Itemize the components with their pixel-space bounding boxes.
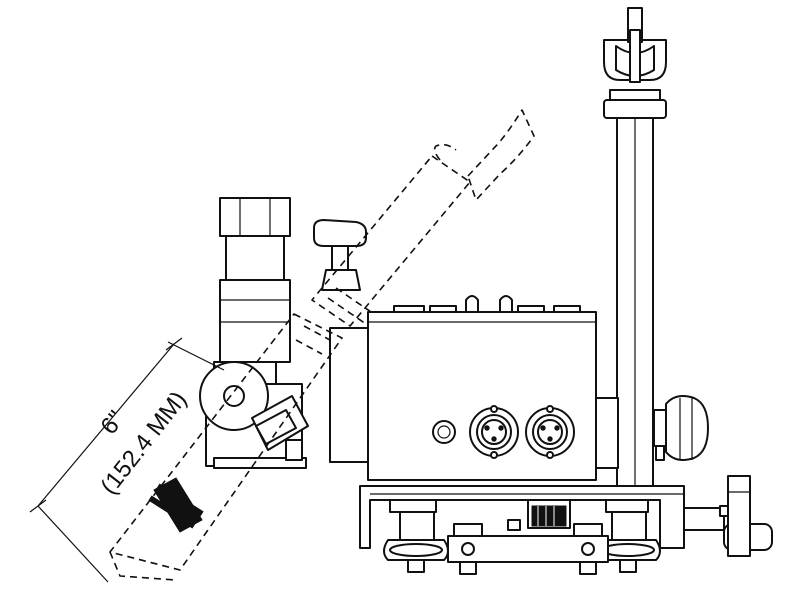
- torch-grip-bands: [148, 477, 204, 533]
- vertical-mast: [603, 89, 667, 499]
- clamp-bracket-center: [447, 523, 609, 575]
- connector-socket-left[interactable]: [469, 405, 519, 459]
- main-housing: [329, 295, 619, 481]
- torch-holder-clamp[interactable]: [199, 361, 309, 461]
- dimension-label-imperial: 6": [95, 406, 130, 440]
- torch-working-position-outline: [109, 313, 343, 581]
- mast-top-clamp-knob[interactable]: [603, 7, 667, 83]
- torch-adjust-knob[interactable]: [313, 219, 367, 291]
- mast-lock-knob[interactable]: [653, 395, 709, 461]
- connector-socket-right[interactable]: [525, 405, 575, 459]
- wheel-left: [383, 511, 449, 573]
- housing-switch[interactable]: [432, 420, 456, 444]
- torch-raised-position-outline: [311, 109, 535, 327]
- drive-gear-block: [507, 499, 571, 531]
- dimension-lines: [29, 337, 225, 583]
